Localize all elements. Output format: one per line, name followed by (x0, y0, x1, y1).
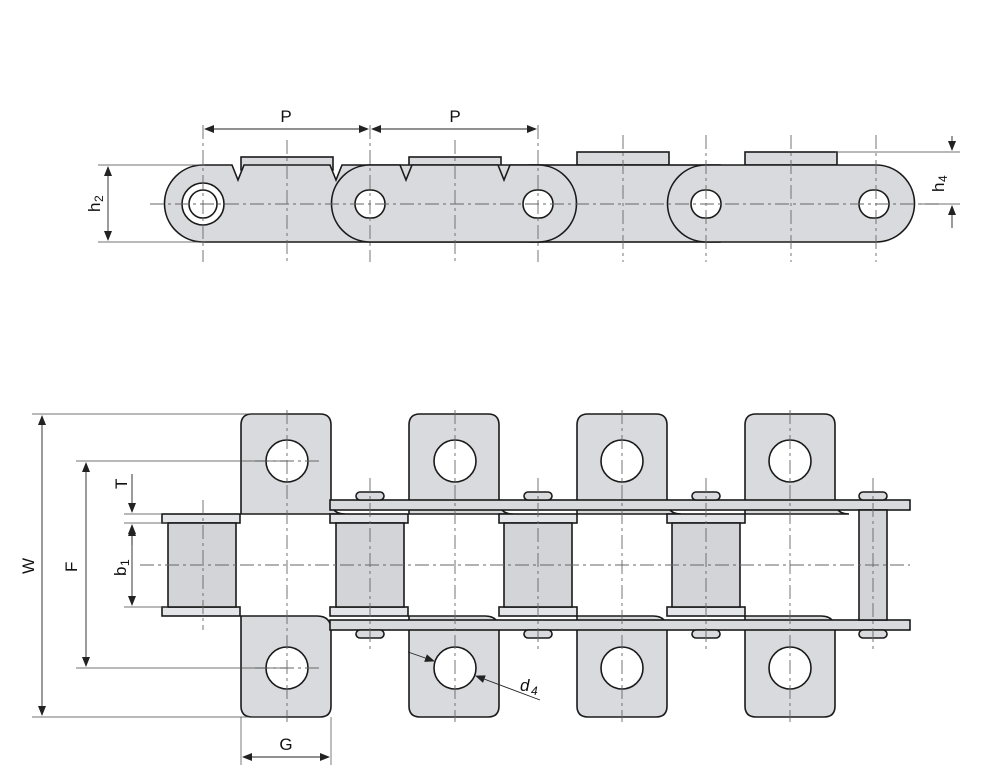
h2-label-main: h (85, 203, 104, 212)
link-plate (163, 164, 371, 243)
b1-label: b 1 (111, 559, 132, 576)
link-plate (330, 164, 578, 243)
side-view: P P h 2 h 4 (85, 107, 960, 262)
inner-plate-edge (161, 513, 241, 524)
outer-plate-edge (329, 619, 911, 631)
outer-plate-edge (329, 499, 911, 511)
d4-dimension (475, 675, 541, 701)
inner-plate-edge (329, 513, 409, 524)
b1-label-main: b (111, 567, 130, 576)
pitch-label: P (449, 107, 460, 126)
inner-plate-edge (329, 606, 409, 617)
h4-label-main: h (929, 183, 948, 192)
d4-label-main: d (520, 676, 530, 695)
h2-label-sub: 2 (92, 195, 106, 202)
d4-label: d 4 (520, 676, 538, 698)
d4-label-sub: 4 (531, 684, 538, 698)
h4-label: h 4 (929, 175, 950, 192)
W-label: W (19, 558, 38, 574)
pitch-label: P (280, 107, 291, 126)
G-label: G (279, 735, 292, 754)
h2-label: h 2 (85, 195, 106, 212)
h4-label-sub: 4 (936, 175, 950, 182)
d4-dimension (407, 651, 435, 662)
top-view: W F T b 1 d 4 G (19, 410, 911, 765)
inner-plate-edge (161, 606, 241, 617)
F-label: F (62, 562, 81, 572)
b1-label-sub: 1 (118, 559, 132, 566)
T-label: T (112, 479, 131, 489)
